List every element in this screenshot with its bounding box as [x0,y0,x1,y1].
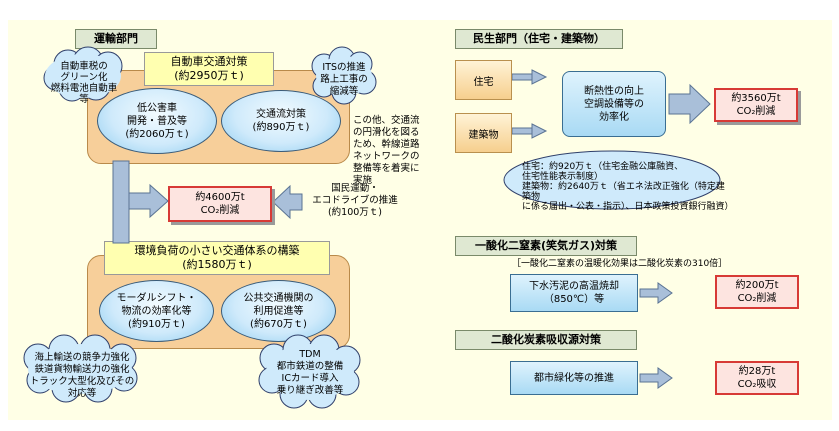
modal-shift-ellipse: モーダルシフト・ 物流の効率化等 (約910万ｔ) [99,280,214,342]
cloud-green-tax-shape [43,46,123,102]
cloud-maritime-text: 海上輸送の競争力強化 鉄道貨物輸送力の強化 トラック大型化及びその対応等 [29,352,135,399]
sink-reduction-box: 約28万t CO₂吸収 [715,361,799,395]
housing-box: 住宅 [455,60,512,100]
modal-shift-line2: 物流の効率化等 [121,305,192,317]
sink-measure-label: 都市緑化等の推進 [534,372,614,384]
modal-shift-line1: モーダルシフト・ [116,292,197,304]
insulation-box: 断熱性の向上 空調設備等の 効率化 [562,71,666,137]
car-traffic-title: 自動車交通対策 (約2950万ｔ) [144,52,274,86]
public-transport-ellipse: 公共交通機関の 利用促進等 (約670万ｔ) [221,280,336,342]
public-transport-line2: 利用促進等 [253,305,304,317]
env-system-amount: (約1580万ｔ) [182,258,252,271]
transport-reduction-line1: 約4600万t [195,192,245,203]
n2o-note: ［一酸化二窒素の温暖化効果は二酸化炭素の310倍］ [512,259,728,269]
n2o-reduction-box: 約200万t CO₂削減 [715,275,799,309]
modal-shift-amount: (約910万ｔ) [128,318,185,330]
cloud-tdm-shape [258,334,361,409]
cloud-its-text: ITSの推進 路上工事の 縮減等 [320,62,368,97]
public-transport-amount: (約670万ｔ) [250,318,307,330]
other-measures-note: この他、交通流 の円滑化を図る ため、幹線道路 ネットワークの 整備等を着実に … [353,115,420,186]
sink-section-title: 二酸化炭素吸収源対策 [455,330,637,350]
national-campaign-text: 国民運動・ エコドライブの推進 (約100万ｔ) [312,183,398,218]
env-system-title-text: 環境負荷の小さい交通体系の構築 [134,244,300,257]
traffic-flow-amount: (約890万ｔ) [252,122,310,133]
transport-section-title: 運輸部門 [75,29,157,49]
building-box: 建築物 [455,113,512,153]
sink-measure-box: 都市緑化等の推進 [510,361,638,395]
civil-detail-text: 住宅：約920万ｔ（住宅金融公庫融資、 住宅性能表示制度） 建築物：約2640万… [522,162,734,212]
car-traffic-amount: (約2950万ｔ) [174,69,244,82]
low-emission-line1: 低公害車 [136,102,177,114]
cloud-green-tax-text: 自動車税の グリーン化 燃料電池自動車 等 [50,61,118,105]
transport-reduction-line2: CO₂削減 [200,205,240,216]
sink-reduction-line1: 約28万t [738,366,776,377]
traffic-flow-ellipse: 交通流対策 (約890万ｔ) [221,90,341,152]
civil-section-title: 民生部門（住宅・建築物） [455,29,623,49]
cloud-maritime-shape [23,334,138,403]
n2o-measure-box: 下水汚泥の高温焼却 （850℃）等 [510,274,638,312]
civil-reduction-line1: 約3560万t [731,93,781,104]
housing-label: 住宅 [473,76,494,88]
cloud-its-shape [311,46,377,105]
env-system-title: 環境負荷の小さい交通体系の構築 (約1580万ｔ) [104,241,330,275]
civil-reduction-line2: CO₂削減 [736,106,776,117]
civil-reduction-box: 約3560万t CO₂削減 [714,88,798,122]
cloud-civil-detail-shape [503,150,721,210]
low-emission-ellipse: 低公害車 開発・普及等 (約2060万ｔ) [97,88,217,154]
transport-reduction-box: 約4600万t CO₂削減 [168,186,272,222]
n2o-reduction-line2: CO₂削減 [737,293,777,304]
public-transport-line1: 公共交通機関の [243,292,314,304]
low-emission-amount: (約2060万ｔ) [125,128,189,140]
building-label: 建築物 [468,129,499,141]
traffic-flow-line1: 交通流対策 [255,109,306,120]
n2o-reduction-line1: 約200万t [735,280,779,291]
n2o-section-title: 一酸化二窒素(笑気ガス)対策 [455,236,637,256]
car-traffic-title-text: 自動車交通対策 [170,55,248,68]
sink-reduction-line2: CO₂吸収 [737,379,777,390]
cloud-tdm-text: TDM 都市鉄道の整備 ICカード導入 乗り継ぎ改善等 [276,349,344,396]
low-emission-line2: 開発・普及等 [126,115,187,127]
